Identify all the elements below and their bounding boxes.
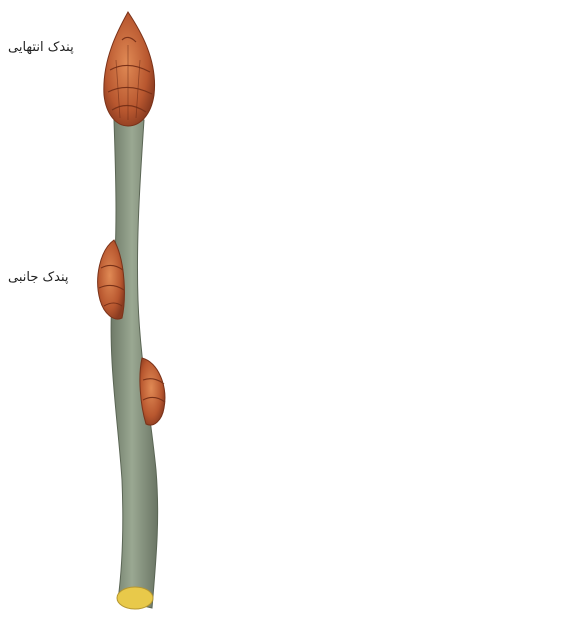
lateral-bud-label: پندک جانبی <box>8 270 69 285</box>
terminal-bud <box>104 12 155 126</box>
twig-cut-end <box>117 587 153 609</box>
terminal-bud-label: پندک انتهایی <box>8 40 74 55</box>
dormant-twig <box>98 12 165 609</box>
lateral-bud-right <box>140 358 165 425</box>
